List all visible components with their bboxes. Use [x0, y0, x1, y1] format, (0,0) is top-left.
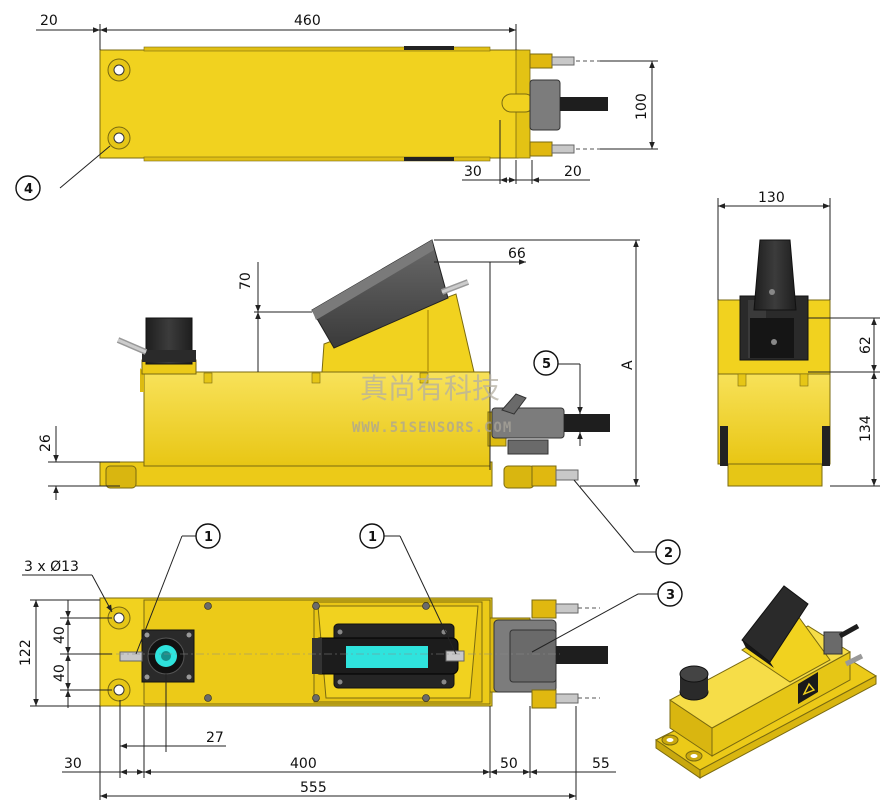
svg-text:1: 1 [204, 530, 213, 545]
mounting-hole-icon [107, 606, 131, 630]
dim-hole-callout: 3 x Ø13 [24, 559, 79, 575]
dim-top-100: 100 [634, 93, 650, 120]
mounting-hole-icon [107, 126, 131, 150]
top-view-body [99, 49, 519, 159]
air-fitting-icon [529, 141, 575, 157]
end-view: 130 62 134 [717, 190, 880, 487]
mounting-hole-icon [661, 734, 679, 746]
connector-icon [823, 623, 860, 655]
mounting-hole-icon [685, 750, 703, 762]
air-fitting-icon [531, 689, 579, 709]
warning-triangle-icon [798, 672, 818, 704]
watermark-url: WWW.51SENSORS.COM [352, 420, 512, 436]
top-view: 20 460 100 30 20 4 [15, 13, 658, 201]
pedal-display [346, 646, 428, 668]
dim-side-70: 70 [238, 272, 254, 290]
dim-top-30: 30 [464, 164, 482, 180]
dim-side-26: 26 [38, 434, 54, 452]
dim-end-134: 134 [858, 415, 874, 442]
dim-bottom-40-lower: 40 [52, 664, 68, 682]
isometric-view [655, 585, 878, 779]
dim-bottom-400: 400 [290, 756, 317, 772]
dim-bottom-55: 55 [592, 756, 610, 772]
sensor-icon [141, 629, 195, 683]
mounting-hole-icon [107, 58, 131, 82]
balloon-2: 2 [655, 539, 681, 565]
dim-side-66: 66 [508, 246, 526, 262]
balloon-4: 4 [15, 175, 41, 201]
air-fitting-icon [440, 279, 470, 295]
sensor-icon [679, 665, 709, 701]
svg-text:4: 4 [24, 182, 33, 197]
air-fitting-icon [531, 599, 579, 619]
dim-side-A: A [620, 360, 636, 370]
svg-text:1: 1 [368, 530, 377, 545]
pedal-icon [311, 239, 449, 349]
air-fitting-icon [529, 53, 575, 69]
pedal-icon [741, 585, 809, 668]
air-fitting-icon [119, 651, 143, 662]
side-view: 70 66 A 26 5 2 [38, 239, 681, 565]
dim-top-20-left: 20 [40, 13, 58, 29]
dim-top-20-right: 20 [564, 164, 582, 180]
side-view-body [143, 371, 491, 467]
watermark: 真尚有科技 WWW.51SENSORS.COM [352, 372, 512, 436]
air-fitting-icon [531, 465, 579, 487]
air-fitting-icon [844, 653, 864, 667]
sensor-icon [142, 317, 196, 365]
dim-end-62: 62 [858, 336, 874, 354]
dim-bottom-555: 555 [300, 780, 327, 796]
balloon-3: 3 [657, 581, 683, 607]
connector-icon [501, 79, 608, 131]
pedal-icon [753, 239, 797, 311]
connector-icon [493, 619, 608, 693]
watermark-chinese: 真尚有科技 [360, 372, 500, 405]
connector-icon [491, 393, 610, 455]
dim-bottom-122: 122 [18, 639, 34, 666]
bottom-view: 3 x Ø13 122 40 40 27 30 400 50 55 555 1 … [18, 523, 683, 800]
dim-top-460: 460 [294, 13, 321, 29]
dim-bottom-30: 30 [64, 756, 82, 772]
dim-bottom-50: 50 [500, 756, 518, 772]
dim-bottom-40-upper: 40 [52, 626, 68, 644]
dim-end-130: 130 [758, 190, 785, 206]
balloon-1-right: 1 [359, 523, 385, 549]
svg-text:2: 2 [664, 546, 673, 561]
air-fitting-icon [116, 337, 148, 355]
svg-text:5: 5 [542, 357, 551, 372]
dim-bottom-27: 27 [206, 730, 224, 746]
pedal-icon [312, 623, 459, 689]
svg-text:3: 3 [666, 588, 675, 603]
balloon-1-left: 1 [195, 523, 221, 549]
balloon-5: 5 [533, 350, 559, 376]
